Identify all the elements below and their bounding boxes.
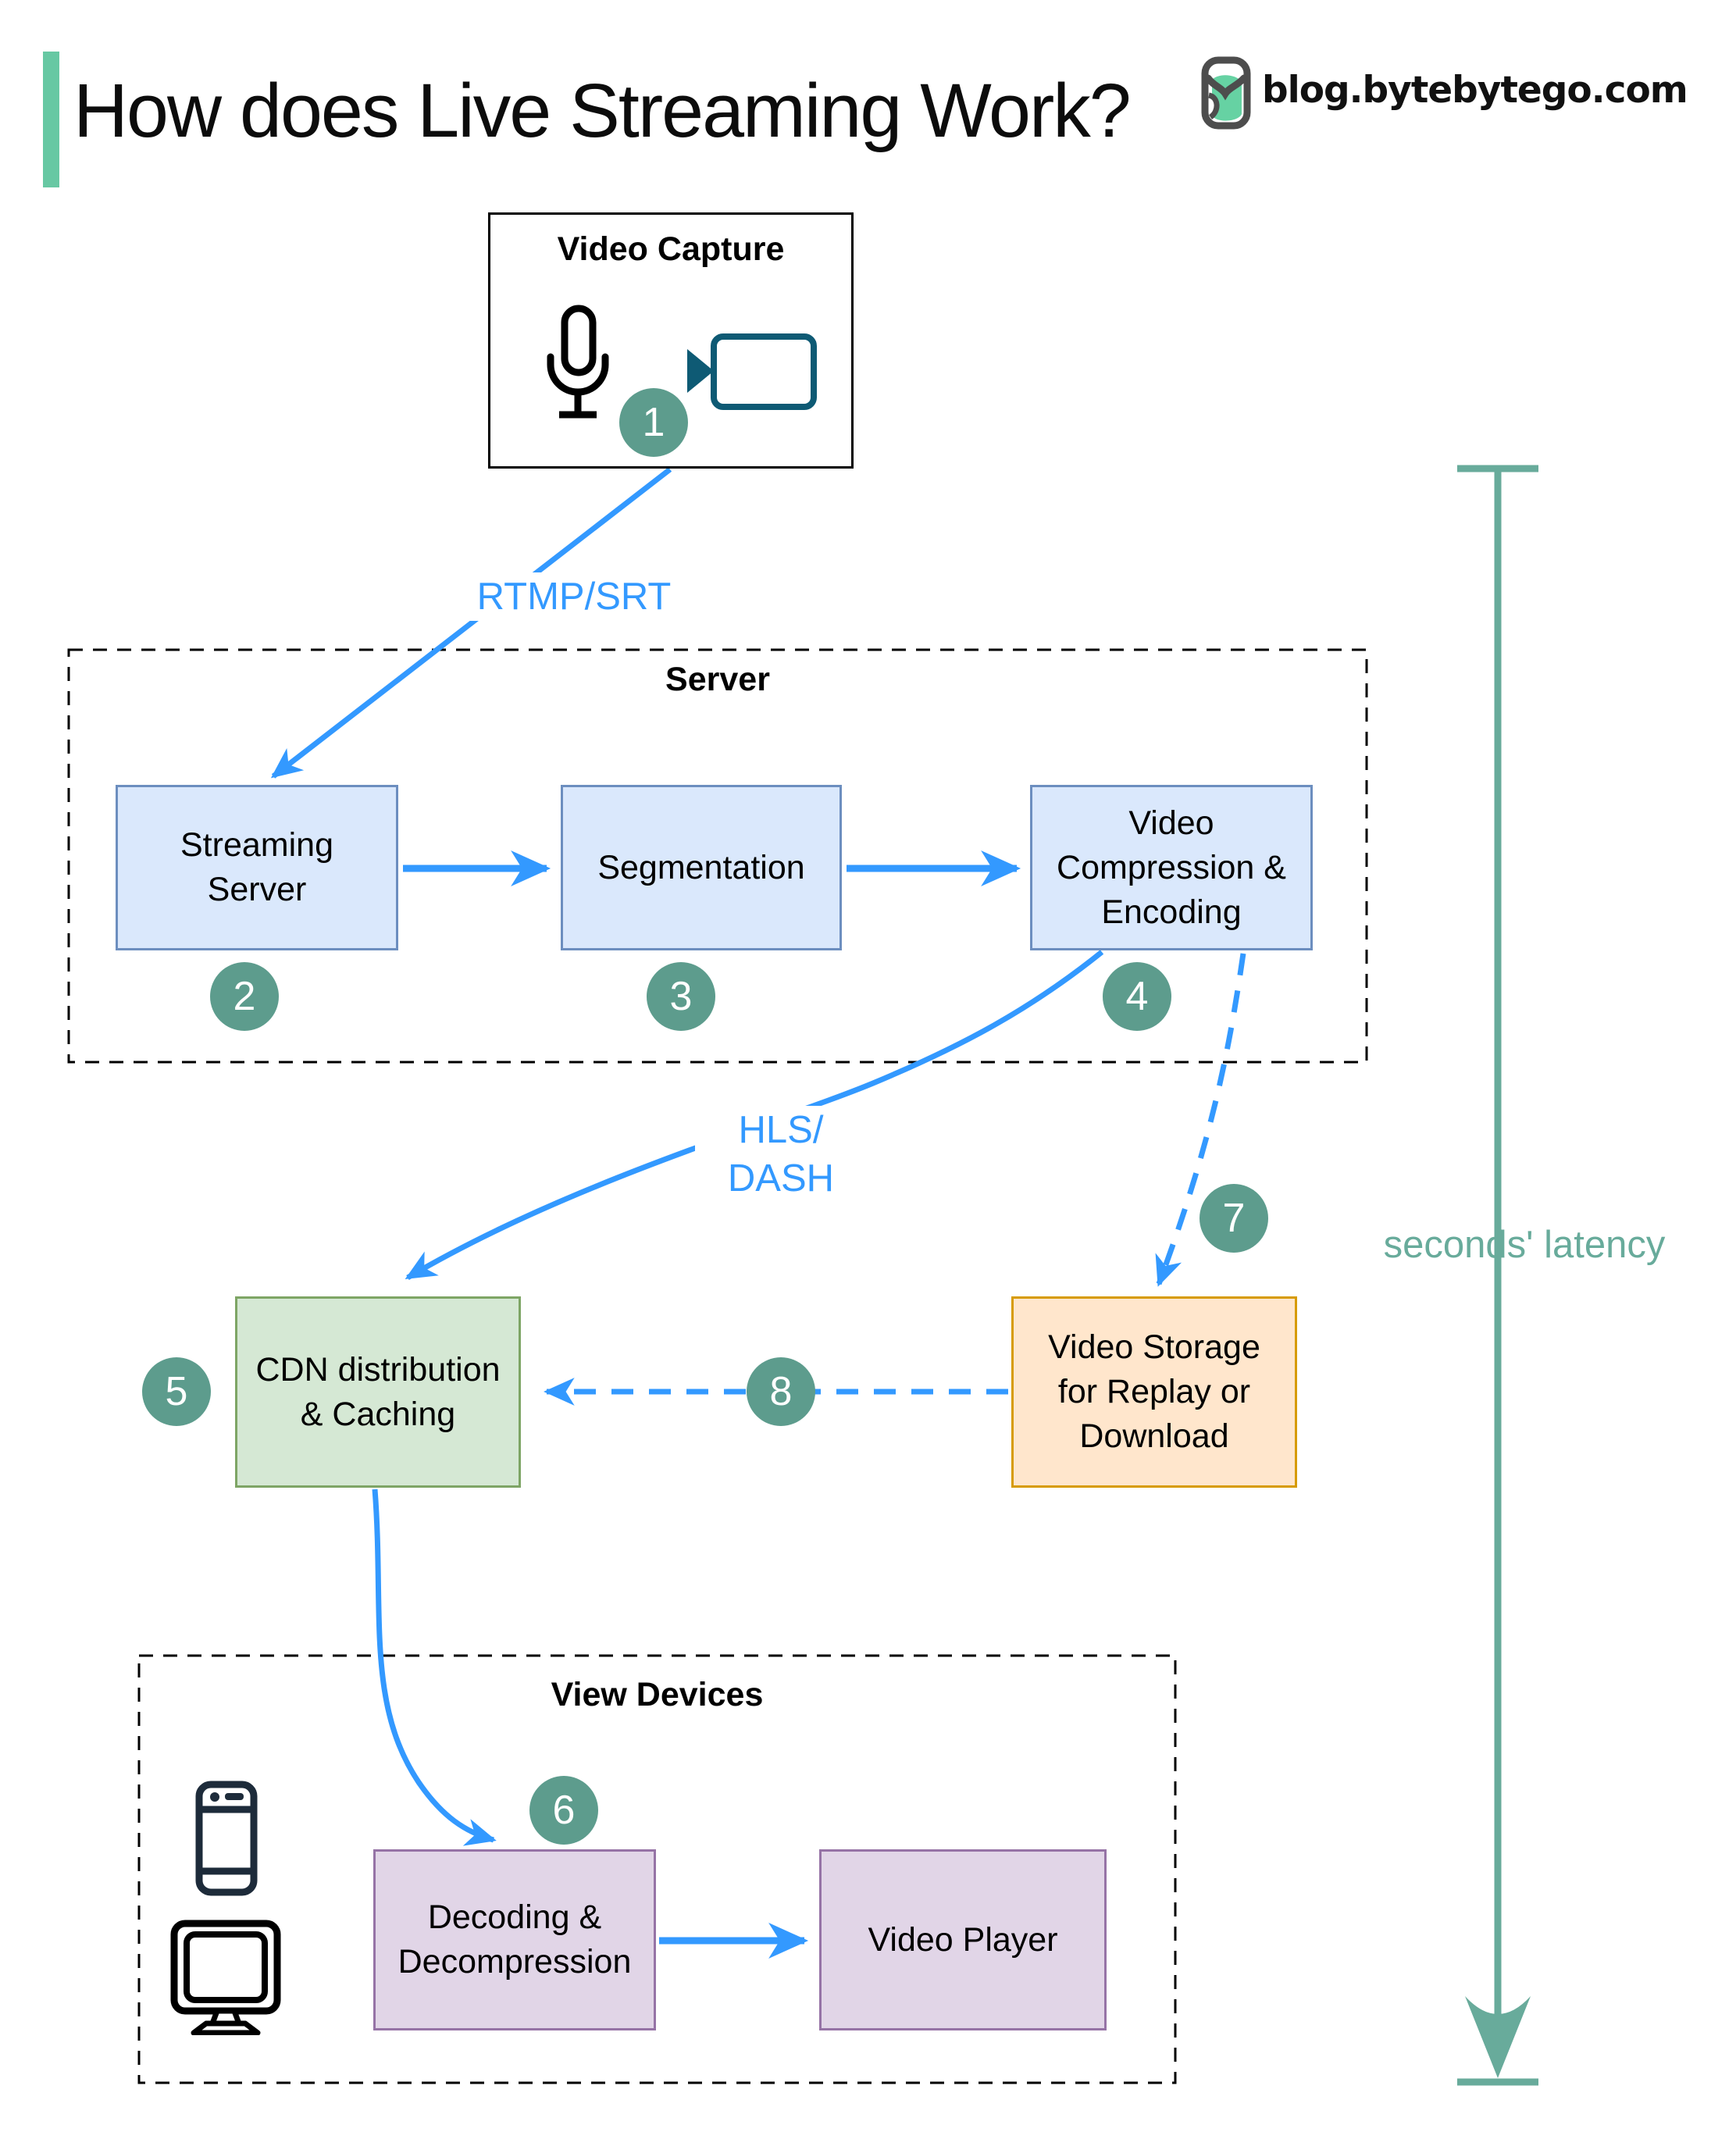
step-badge-1: 1 [619, 388, 688, 457]
latency-label: seconds' latency [1383, 1224, 1666, 1266]
step-badge-3: 3 [647, 962, 715, 1031]
step-badge-6: 6 [529, 1776, 598, 1845]
smartphone-icon [195, 1781, 258, 1900]
arrow-compression-to-storage-dashed [1155, 953, 1246, 1287]
arrow-hls-to-cdn [405, 950, 1104, 1281]
step-badge-7: 7 [1200, 1184, 1268, 1253]
edge-label-hls: HLS/ DASH [695, 1106, 867, 1203]
node-decoding: Decoding & Decompression [373, 1849, 656, 2030]
server-group-label: Server [665, 661, 770, 698]
arrow-rtmp [270, 467, 672, 779]
node-cdn: CDN distribution & Caching [235, 1296, 521, 1488]
view-devices-group-border [137, 1654, 1177, 2084]
step-badge-2: 2 [210, 962, 279, 1031]
bytebytego-logo-icon [1201, 56, 1251, 130]
monitor-icon [170, 1920, 281, 2039]
node-segmentation: Segmentation [561, 785, 842, 950]
microphone-icon [542, 302, 614, 433]
node-video-storage: Video Storage for Replay or Download [1011, 1296, 1297, 1488]
server-group-border [67, 648, 1368, 1064]
node-video-compression: Video Compression & Encoding [1030, 785, 1313, 950]
site-url: blog.bytebytego.com [1262, 69, 1688, 112]
latency-measure-line [1457, 465, 1538, 2086]
node-video-player: Video Player [819, 1849, 1107, 2030]
video-capture-label: Video Capture [557, 230, 785, 268]
view-devices-group-label: View Devices [551, 1676, 764, 1713]
step-badge-4: 4 [1103, 962, 1171, 1031]
node-streaming-server: Streaming Server [116, 785, 398, 950]
video-camera-icon [681, 329, 822, 420]
page-title: How does Live Streaming Work? [73, 68, 1132, 153]
step-badge-5: 5 [142, 1357, 211, 1426]
step-badge-8: 8 [747, 1357, 815, 1426]
title-accent-bar [43, 52, 59, 187]
arrow-cdn-to-decoding [372, 1488, 497, 1846]
edge-label-rtmp: RTMP/SRT [449, 572, 699, 621]
